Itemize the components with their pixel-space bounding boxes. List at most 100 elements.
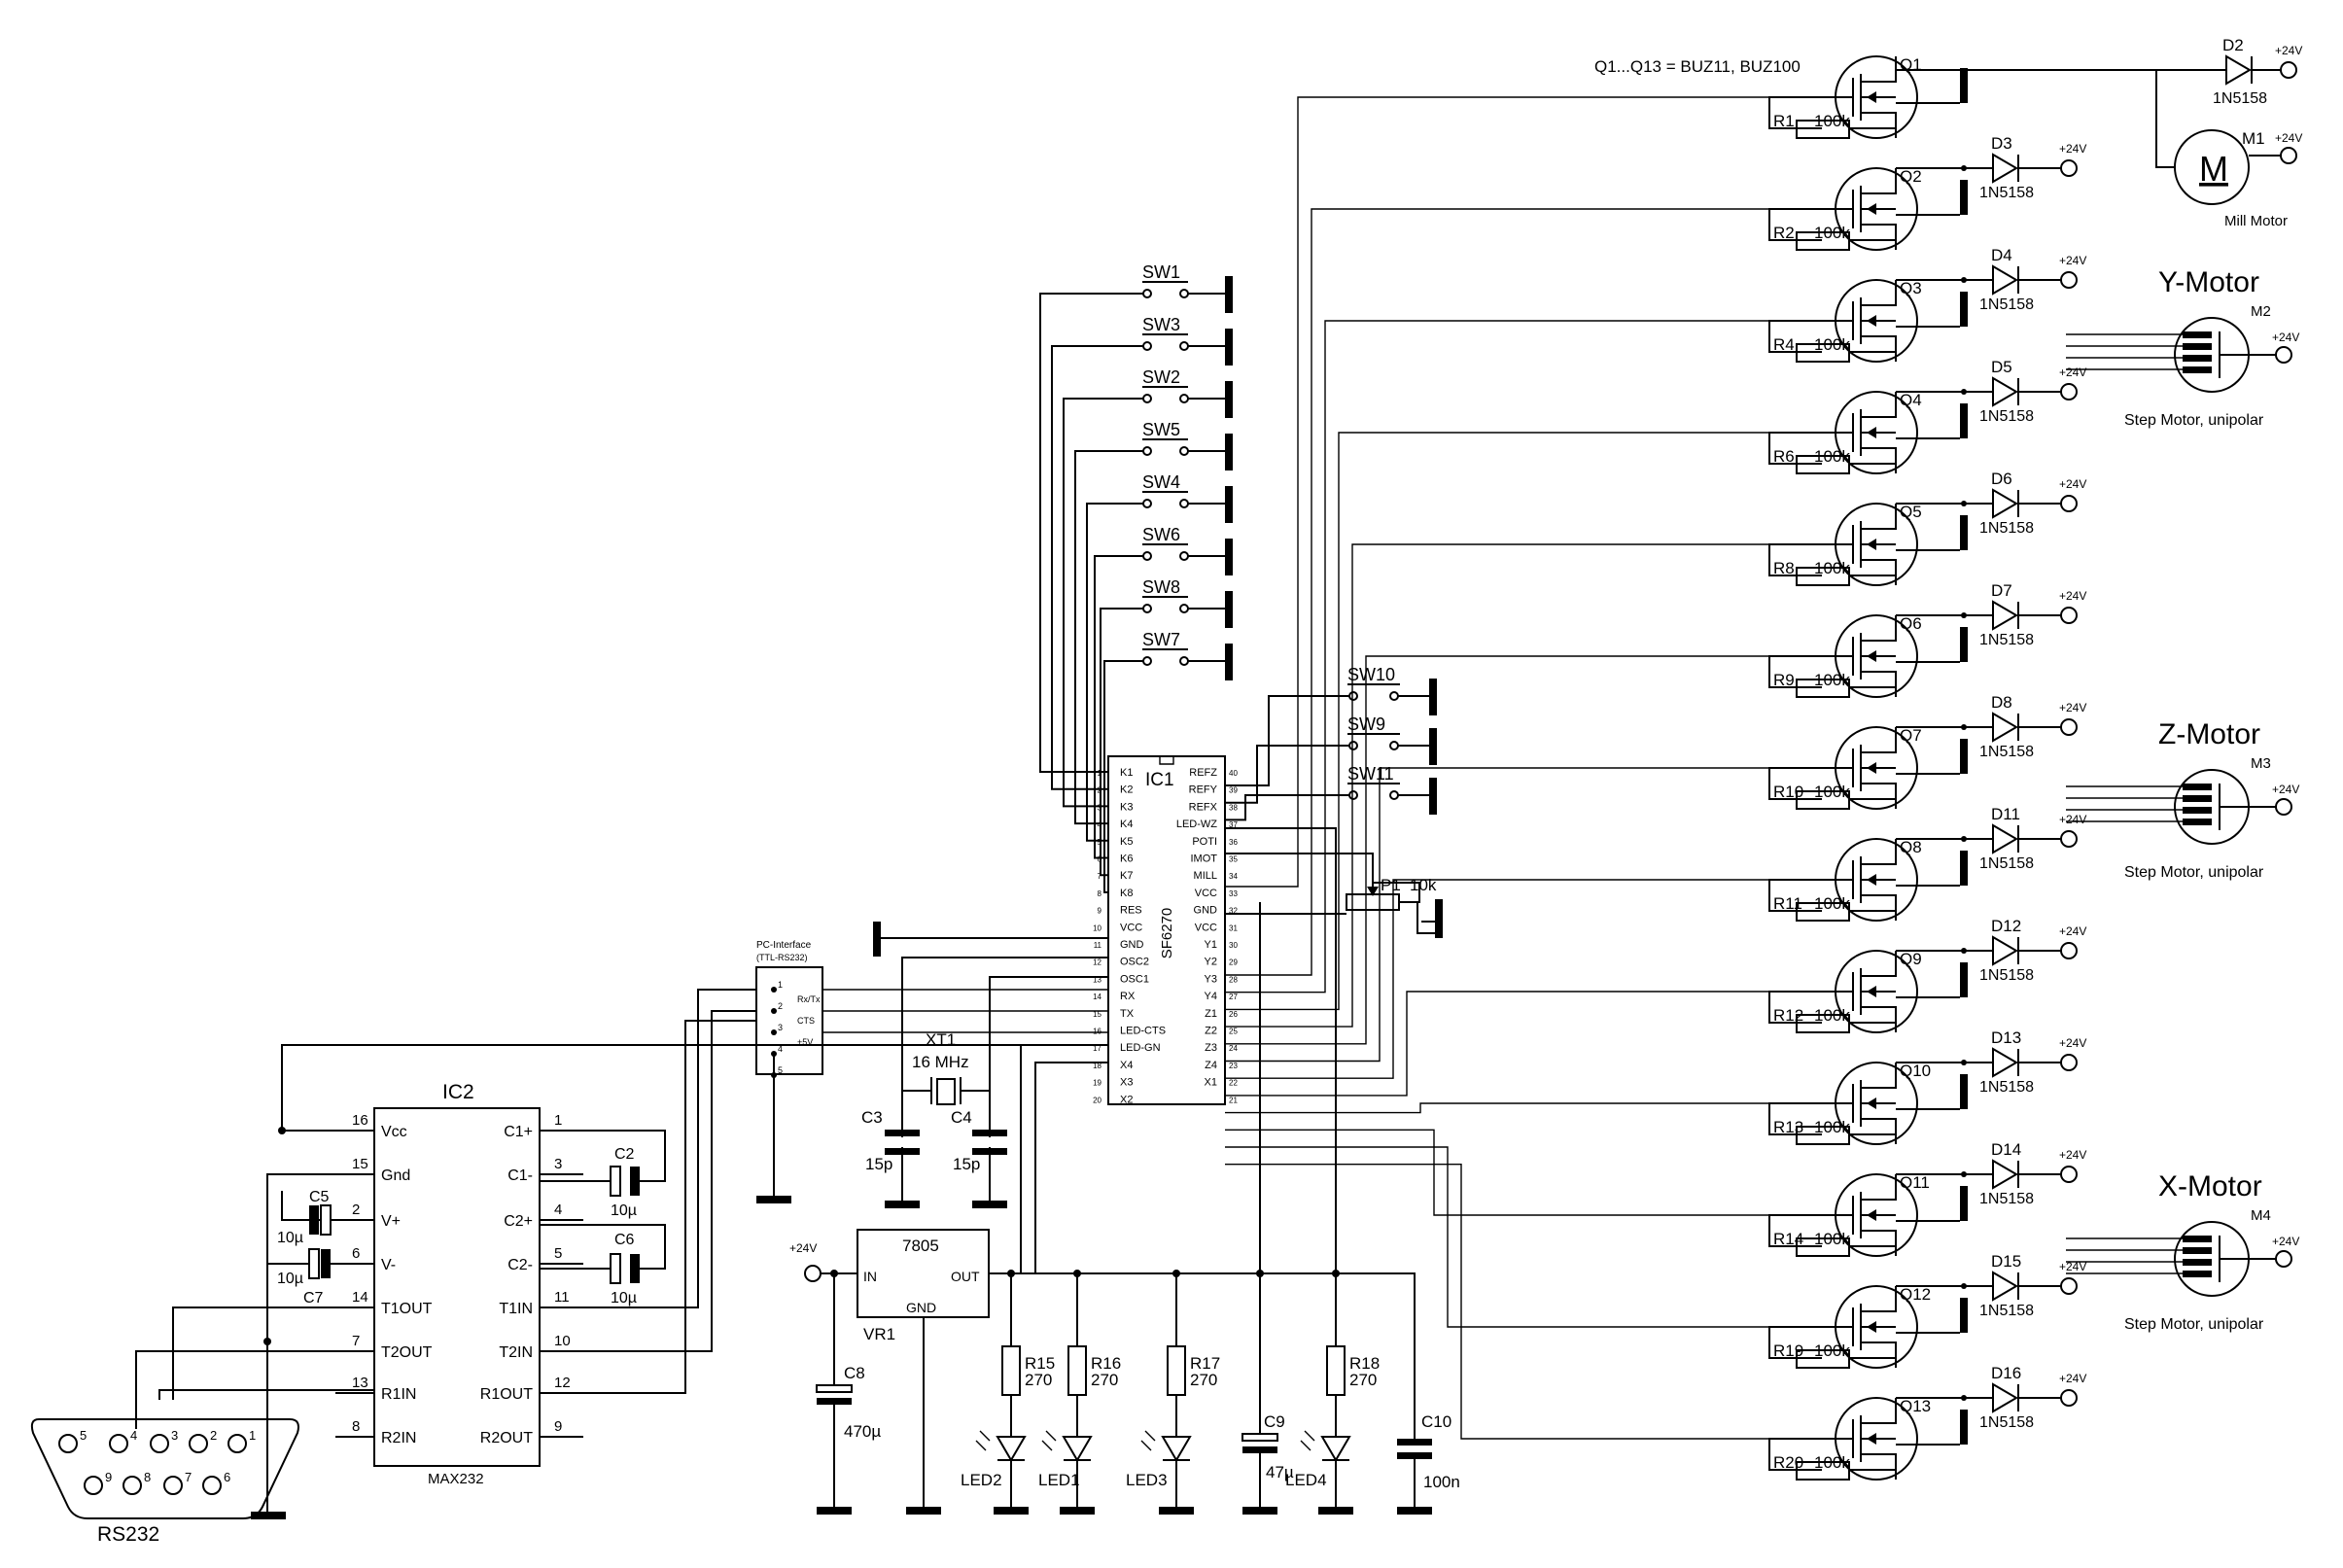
db9-pin — [227, 1434, 247, 1453]
junction — [278, 1127, 286, 1134]
ground-symbol — [1225, 329, 1233, 366]
t1in-wire — [540, 989, 756, 1308]
supply-label: +24V — [2059, 924, 2086, 938]
ic1-pin-number: 19 — [1093, 1079, 1102, 1088]
ic1-pin-label: GND — [1194, 905, 1218, 917]
ground-symbol — [1960, 1298, 1968, 1333]
switch-sw4: SW4 — [1086, 472, 1233, 842]
ground-symbol — [1225, 276, 1233, 313]
ground-symbol — [1960, 627, 1968, 662]
c5-capacitor: C5 10µ — [277, 1189, 374, 1246]
mosfet-ref: Q4 — [1900, 391, 1922, 409]
resistor — [1167, 1345, 1186, 1396]
ground-symbol — [1960, 1410, 1968, 1445]
resistor-value: 100k — [1814, 1006, 1850, 1025]
c10-value: 100n — [1423, 1473, 1460, 1491]
c7-value: 10µ — [277, 1271, 303, 1287]
diode-icon — [1992, 264, 2018, 296]
c4-ref: C4 — [951, 1108, 972, 1127]
db9-pin — [150, 1434, 169, 1453]
resistor-ref: R10 — [1773, 783, 1803, 801]
vr1-name: 7805 — [902, 1237, 939, 1255]
resistor-ref: R1 — [1773, 112, 1795, 130]
ic2-pin-number: 5 — [554, 1245, 562, 1262]
mosfet-ref: Q3 — [1900, 279, 1922, 297]
db9-pin — [202, 1476, 222, 1495]
ground-symbol — [1960, 1074, 1968, 1109]
diode-ref: D8 — [1991, 693, 2012, 712]
resistor-value: 100k — [1814, 671, 1850, 689]
resistor-value: 100k — [1814, 1230, 1850, 1248]
ic1-pin-number: 9 — [1098, 907, 1102, 916]
resistor-ref: R9 — [1773, 671, 1795, 689]
motor-ref: M2 — [2251, 303, 2271, 320]
c5-value: 10µ — [277, 1230, 303, 1246]
mosfet-ref: Q11 — [1900, 1173, 1930, 1192]
resistor-value: 270 — [1349, 1371, 1377, 1389]
m1-mill-motor: M M1 Mill Motor +24V — [2155, 70, 2302, 229]
diode-ref: D3 — [1991, 134, 2012, 153]
vr1-out: OUT — [951, 1269, 980, 1284]
header-pin — [771, 1008, 777, 1014]
ic1-sf6270: IC1 SF6270 K11K22K33K44K55K66K77K88RES9V… — [1093, 755, 1238, 1105]
ic1-pin-label: X1 — [1205, 1077, 1217, 1089]
p1-ref: P1 — [1381, 876, 1401, 894]
ic2-body — [373, 1107, 541, 1467]
diode-ref: D11 — [1991, 805, 2020, 823]
c4-capacitor: C4 15p — [951, 1108, 1007, 1208]
supply-label: +24V — [2059, 701, 2086, 714]
switch-label: SW6 — [1142, 525, 1180, 544]
ground-symbol — [1225, 644, 1233, 680]
resistor-value: 100k — [1814, 1453, 1850, 1472]
m1-desc: Mill Motor — [2224, 213, 2288, 229]
ic1-pin-label: REFY — [1189, 784, 1218, 796]
ground-symbol — [1225, 486, 1233, 523]
resistor-ref: R16 — [1091, 1354, 1121, 1373]
diode-ref: D14 — [1991, 1140, 2021, 1159]
ic2-pin-number: 10 — [554, 1333, 571, 1349]
c10-ref: C10 — [1421, 1412, 1451, 1431]
ic1-pin-number: 10 — [1093, 923, 1102, 932]
header-pin — [771, 1051, 777, 1057]
c6-value: 10µ — [611, 1290, 637, 1307]
ic1-name: SF6270 — [1159, 908, 1175, 959]
c2-capacitor: C2 10µ — [540, 1130, 666, 1219]
transistor-note: Q1...Q13 = BUZ11, BUZ100 — [1594, 57, 1801, 76]
supply-label: +24V — [2059, 813, 2086, 826]
led-label: LED4 — [1285, 1471, 1327, 1489]
diode-icon — [1992, 488, 2018, 519]
ic1-pin-label: K8 — [1120, 888, 1133, 899]
c9-value: 47µ — [1266, 1463, 1294, 1481]
supply-label: +24V — [2272, 1235, 2299, 1248]
mosfet-ref: Q2 — [1900, 167, 1922, 186]
ic1-pin-label: Z2 — [1205, 1026, 1217, 1037]
resistor-value: 100k — [1814, 783, 1850, 801]
ic2-pin-number: 12 — [554, 1375, 571, 1391]
p1-potentiometer: P1 10k — [1225, 853, 1443, 938]
resistor-value: 100k — [1814, 112, 1850, 130]
diode-icon — [1992, 712, 2018, 743]
switch-label: SW1 — [1142, 262, 1180, 282]
ic2-pin-number: 13 — [352, 1375, 368, 1391]
diode-icon — [1992, 1271, 2018, 1302]
resistor-value: 270 — [1091, 1371, 1118, 1389]
diode-value: 1N5158 — [1979, 185, 2034, 201]
ic1-pin-number: 16 — [1093, 1028, 1102, 1036]
supply-label: +24V — [2059, 1148, 2086, 1162]
ground-symbol — [1225, 539, 1233, 575]
mosfet-ref: Q1 — [1900, 55, 1922, 74]
supply-label: +24V — [2059, 1372, 2086, 1385]
c7-ref: C7 — [303, 1290, 324, 1307]
ic2-pin-label: Vcc — [381, 1124, 407, 1140]
switch-sw7: SW7 — [1103, 630, 1233, 893]
diode-value: 1N5158 — [1979, 520, 2034, 537]
ic2-pin-label: R2OUT — [480, 1430, 533, 1446]
